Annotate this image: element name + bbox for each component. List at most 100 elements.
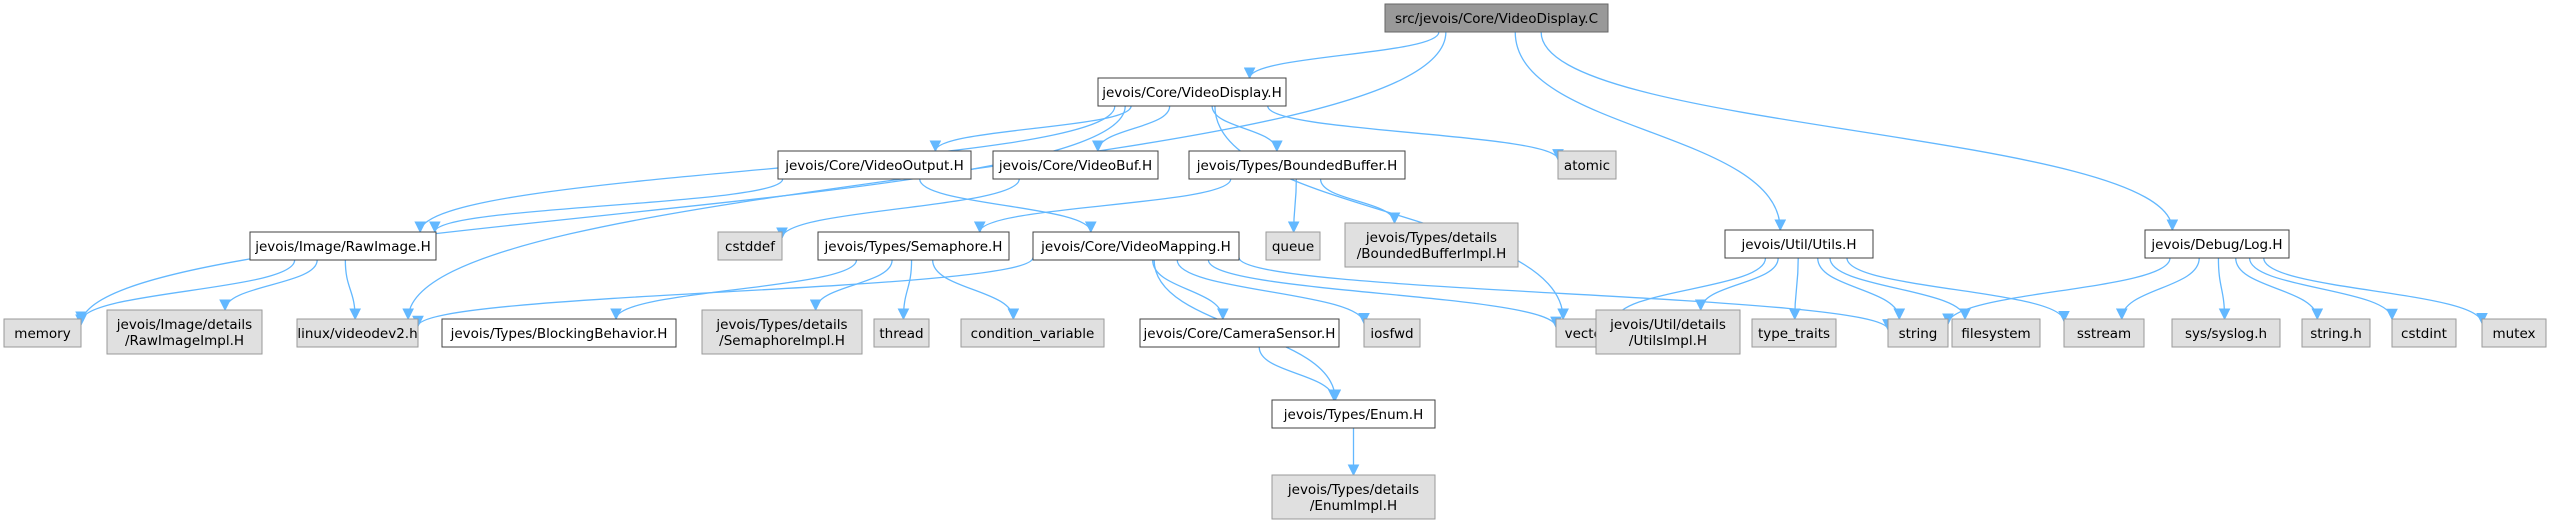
node-enum_h[interactable]: jevois/Types/Enum.H	[1271, 399, 1436, 429]
node-label: cstddef	[725, 239, 776, 255]
node-label: /UtilsImpl.H	[1629, 333, 1707, 349]
node-box	[1384, 3, 1609, 33]
node-label: jevois/Image/RawImage.H	[254, 239, 431, 255]
edge-log_h-to-cstdint	[2248, 257, 2398, 321]
node-box	[1265, 231, 1321, 261]
node-thread: thread	[873, 318, 930, 348]
node-boundedbuffer_h[interactable]: jevois/Types/BoundedBuffer.H	[1188, 150, 1406, 180]
node-label: jevois/Core/CameraSensor.H	[1143, 326, 1336, 342]
edge-semaphore_h-to-condition_variable	[931, 259, 1020, 321]
node-label: jevois/Core/VideoMapping.H	[1040, 239, 1231, 255]
node-filesystem: filesystem	[1951, 318, 2041, 348]
edge-videomapping_h-to-vector	[1207, 259, 1562, 329]
node-box	[717, 231, 783, 261]
node-label: jevois/Core/VideoBuf.H	[998, 158, 1152, 174]
node-label: jevois/Types/Semaphore.H	[824, 239, 1003, 255]
edge-videomapping_h-to-iosfwd	[1176, 259, 1370, 325]
edge-videodisplay_h-to-videooutput_h	[929, 105, 1132, 153]
node-label: jevois/Types/details	[1287, 482, 1419, 498]
node-box	[2301, 318, 2371, 348]
edge-utils_h-to-sstream	[1846, 257, 2070, 323]
node-label: condition_variable	[971, 326, 1095, 342]
edge-log_h-to-string	[1942, 257, 2171, 326]
node-box	[1751, 318, 1837, 348]
node-label: jevois/Types/details	[1365, 230, 1497, 246]
node-label: jevois/Types/Enum.H	[1283, 407, 1423, 423]
node-videomapping_h[interactable]: jevois/Core/VideoMapping.H	[1032, 231, 1240, 261]
edge-boundedbuffer_h-to-queue	[1287, 178, 1300, 234]
node-label: mutex	[2492, 326, 2535, 342]
edge-videobuf_h-to-cstddef	[776, 178, 1020, 240]
node-box	[1188, 150, 1406, 180]
node-box	[701, 309, 863, 355]
node-rawimage_h[interactable]: jevois/Image/RawImage.H	[249, 231, 437, 261]
node-boundedbufferimpl: jevois/Types/details/BoundedBufferImpl.H	[1344, 222, 1519, 268]
node-string: string	[1887, 318, 1949, 348]
node-memory: memory	[3, 318, 82, 348]
node-label: thread	[879, 326, 923, 342]
node-sstream: sstream	[2063, 318, 2145, 348]
edge-rawimage_h-to-memory	[75, 259, 296, 324]
node-label: memory	[14, 326, 70, 342]
node-box	[2481, 318, 2547, 348]
node-label: jevois/Core/VideoDisplay.H	[1101, 85, 1282, 101]
node-label: atomic	[1564, 158, 1610, 174]
node-semaphore_h[interactable]: jevois/Types/Semaphore.H	[817, 231, 1010, 261]
edge-semaphore_h-to-semaphoreimpl	[809, 259, 893, 312]
node-log_h[interactable]: jevois/Debug/Log.H	[2144, 229, 2290, 259]
edge-rawimage_h-to-videodev2	[344, 259, 362, 321]
edge-log_h-to-sstream	[2115, 257, 2200, 321]
edge-videodisplay_h-to-boundedbuffer_h	[1211, 105, 1283, 153]
node-label: jevois/Core/VideoOutput.H	[784, 158, 964, 174]
node-videobuf_h[interactable]: jevois/Core/VideoBuf.H	[992, 150, 1159, 180]
node-label: src/jevois/Core/VideoDisplay.C	[1395, 11, 1598, 27]
node-atomic: atomic	[1557, 150, 1617, 180]
node-box	[1363, 318, 1421, 348]
node-label: cstdint	[2401, 326, 2447, 342]
edge-semaphore_h-to-blockingbehavior	[610, 259, 858, 321]
node-label: /SemaphoreImpl.H	[719, 333, 845, 349]
edge-root-to-log_h	[1540, 31, 2179, 232]
node-utils_h[interactable]: jevois/Util/Utils.H	[1724, 229, 1874, 259]
node-root[interactable]: src/jevois/Core/VideoDisplay.C	[1384, 3, 1609, 33]
node-condition_variable: condition_variable	[960, 318, 1105, 348]
edges-layer	[75, 31, 2488, 477]
node-box	[1557, 150, 1617, 180]
node-box	[1887, 318, 1949, 348]
node-cstddef: cstddef	[717, 231, 783, 261]
node-label: sstream	[2077, 326, 2131, 342]
node-label: linux/videodev2.h	[297, 326, 417, 342]
node-label: queue	[1272, 239, 1314, 255]
node-label: iosfwd	[1370, 326, 1413, 342]
node-label: jevois/Types/BlockingBehavior.H	[450, 326, 668, 342]
node-box	[249, 231, 437, 261]
node-videodisplay_h[interactable]: jevois/Core/VideoDisplay.H	[1097, 77, 1287, 107]
edge-rawimage_h-to-rawimageimpl	[219, 259, 318, 312]
node-label: filesystem	[1961, 326, 2030, 342]
node-box	[1139, 318, 1340, 348]
nodes-layer: src/jevois/Core/VideoDisplay.C jevois/Cor…	[3, 3, 2547, 520]
node-blockingbehavior[interactable]: jevois/Types/BlockingBehavior.H	[441, 318, 677, 348]
node-box	[992, 150, 1159, 180]
edge-videomapping_h-to-videodev2	[412, 257, 1034, 328]
node-box	[1271, 399, 1436, 429]
node-videooutput_h[interactable]: jevois/Core/VideoOutput.H	[777, 150, 972, 180]
edge-log_h-to-string_h	[2235, 257, 2324, 321]
node-string_h: string.h	[2301, 318, 2371, 348]
node-label: jevois/Types/details	[715, 317, 847, 333]
node-box	[873, 318, 930, 348]
node-label: jevois/Util/details	[1609, 317, 1726, 333]
node-label: sys/syslog.h	[2185, 326, 2267, 342]
edge-videodisplay_h-to-rawimage_h	[414, 105, 1116, 234]
node-syslog: sys/syslog.h	[2171, 318, 2281, 348]
edge-videodisplay_h-to-videobuf_h	[1092, 105, 1171, 153]
node-utilsimpl: jevois/Util/details/UtilsImpl.H	[1595, 309, 1741, 355]
node-label: jevois/Util/Utils.H	[1740, 237, 1856, 253]
node-rawimageimpl: jevois/Image/details/RawImageImpl.H	[106, 309, 263, 355]
edge-boundedbuffer_h-to-boundedbufferimpl	[1319, 178, 1401, 225]
node-box	[296, 318, 419, 348]
edge-utils_h-to-string	[1817, 257, 1906, 321]
node-box	[2391, 318, 2457, 348]
node-camerasensor_h[interactable]: jevois/Core/CameraSensor.H	[1139, 318, 1340, 348]
